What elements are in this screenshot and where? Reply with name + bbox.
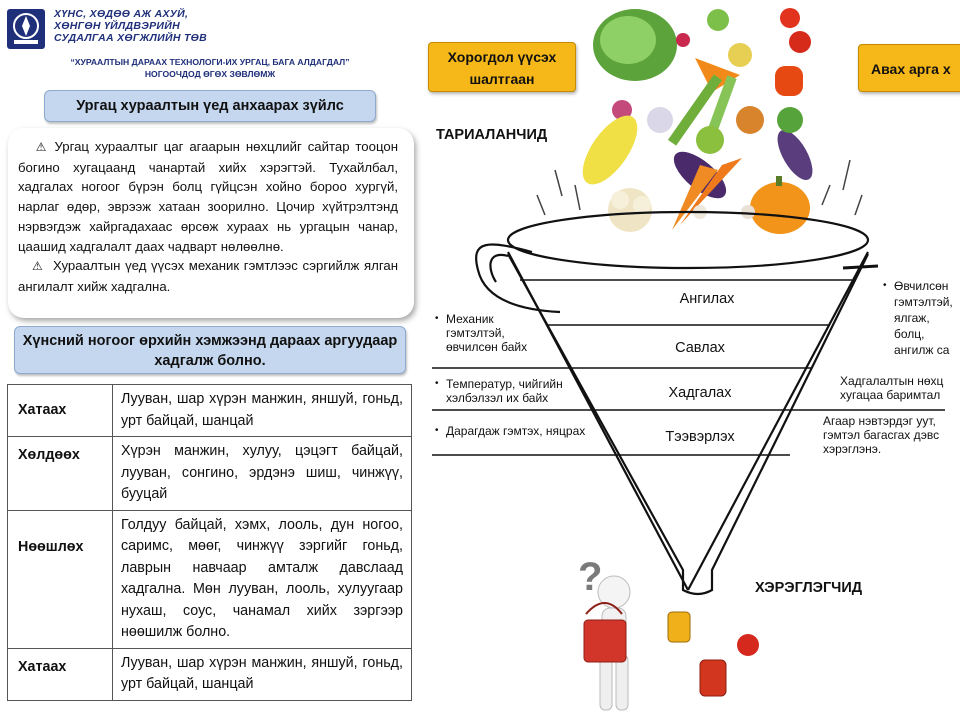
- measure-text: Агаар нэвтэрдэг уут, гэмтэл багасгах дэв…: [823, 414, 940, 456]
- method-description-cell: Лууван, шар хүрэн манжин, яншуй, гоньд, …: [112, 384, 412, 437]
- harvest-info-text: ⚠ Ургац хураалтыг цаг агаарын нөхцлийг с…: [18, 137, 398, 297]
- cause-text: Дарагдаж гэмтэх, няцрах: [446, 424, 586, 438]
- organization-emblem: [6, 8, 46, 50]
- stage-dividers: [432, 279, 945, 456]
- measure-note: •Хадгалалтын нөхц хугацаа баримтал: [840, 374, 960, 402]
- warning-icon: ⚠: [35, 140, 49, 154]
- org-line-2: ХӨНГӨН ҮЙЛДВЭРИЙН: [54, 20, 180, 32]
- measure-text: Хадгалалтын нөхц хугацаа баримтал: [840, 374, 944, 402]
- measure-text: Өвчилсөн гэмтэлтэй, ялгаж, болц, ангилж …: [894, 279, 953, 357]
- method-cell: Нөөшлөх: [7, 509, 113, 649]
- storage-methods-table: Хатаах Лууван, шар хүрэн манжин, яншуй, …: [7, 384, 412, 701]
- document-title: “ХУРААЛТЫН ДАРААХ ТЕХНОЛОГИ-ИХ УРГАЦ, БА…: [70, 57, 350, 67]
- section-heading-storage: Хүнсний ногоог өрхийн хэмжээнд дараах ар…: [14, 326, 406, 374]
- table-row: Хатаах Лууван, шар хүрэн манжин, яншуй, …: [7, 384, 412, 437]
- organization-name: ХҮНС, ХӨДӨӨ АЖ АХУЙ, ХӨНГӨН ҮЙЛДВЭРИЙН С…: [54, 8, 208, 44]
- method-description-cell: Хүрэн манжин, хулуу, цэцэгт байцай, луув…: [112, 436, 412, 511]
- measure-note: •Өвчилсөн гэмтэлтэй, ялгаж, болц, ангилж…: [883, 279, 953, 357]
- table-row: Хөлдөөх Хүрэн манжин, хулуу, цэцэгт байц…: [7, 436, 412, 511]
- stage-sorting: Ангилах: [679, 291, 735, 307]
- producers-label: ТАРИАЛАНЧИД: [436, 127, 548, 143]
- vegetables-pile: [536, 8, 863, 234]
- harvest-paragraph-1: Ургац хураалтыг цаг агаарын нөхцлийг сай…: [18, 139, 398, 254]
- loss-causes-box: Хорогдол үүсэх шалтгаан: [428, 42, 576, 92]
- cause-note: •Температур, чийгийн хэлбэлзэл их байх: [435, 377, 563, 405]
- method-cell: Хөлдөөх: [7, 436, 113, 511]
- harvest-info-box: [8, 128, 414, 318]
- consumer-figure: ?: [578, 555, 631, 711]
- cause-text: Температур, чийгийн хэлбэлзэл их байх: [446, 377, 563, 405]
- consumers-label: ХЭРЭГЛЭГЧИД: [755, 580, 863, 596]
- table-row: Хатаах Лууван, шар хүрэн манжин, яншуй, …: [7, 647, 412, 701]
- funnel-shape: [475, 210, 879, 596]
- method-cell: Хатаах: [7, 384, 113, 437]
- document-subtitle: НОГООЧДОД ӨГӨХ ЗӨВЛӨМЖ: [144, 69, 276, 79]
- method-description-cell: Лууван, шар хүрэн манжин, яншуй, гоньд, …: [112, 647, 412, 701]
- method-description-cell: Голдуу байцай, хэмх, лооль, дун ногоо, с…: [112, 509, 412, 649]
- food-jars: [667, 611, 759, 697]
- cause-note: •Дарагдаж гэмтэх, няцрах: [435, 424, 586, 438]
- harvest-paragraph-2: Хураалтын үед үүсэх механик гэмтлээс сэр…: [18, 258, 398, 294]
- stage-storing: Хадгалах: [668, 385, 732, 401]
- measure-note: •Агаар нэвтэрдэг уут, гэмтэл багасгах дэ…: [823, 414, 960, 456]
- svg-text:?: ?: [578, 555, 602, 599]
- warning-icon: ⚠: [31, 259, 44, 274]
- stage-transport: Тээвэрлэх: [665, 429, 735, 445]
- org-line-1: ХҮНС, ХӨДӨӨ АЖ АХУЙ,: [54, 8, 189, 20]
- cause-note: •Механик гэмтэлтэй, өвчилсөн байх: [435, 312, 528, 354]
- stage-packing: Савлах: [675, 340, 725, 356]
- cause-text: Механик гэмтэлтэй, өвчилсөн байх: [446, 312, 528, 354]
- section-heading-harvest: Ургац хураалтын үед анхаарах зүйлс: [44, 90, 376, 122]
- table-row: Нөөшлөх Голдуу байцай, хэмх, лооль, дун …: [7, 509, 412, 649]
- org-line-3: СУДАЛГАА ХӨГЖЛИЙН ТӨВ: [54, 32, 208, 44]
- method-cell: Хатаах: [7, 647, 113, 701]
- prevention-methods-box: Авах арга х: [858, 44, 960, 92]
